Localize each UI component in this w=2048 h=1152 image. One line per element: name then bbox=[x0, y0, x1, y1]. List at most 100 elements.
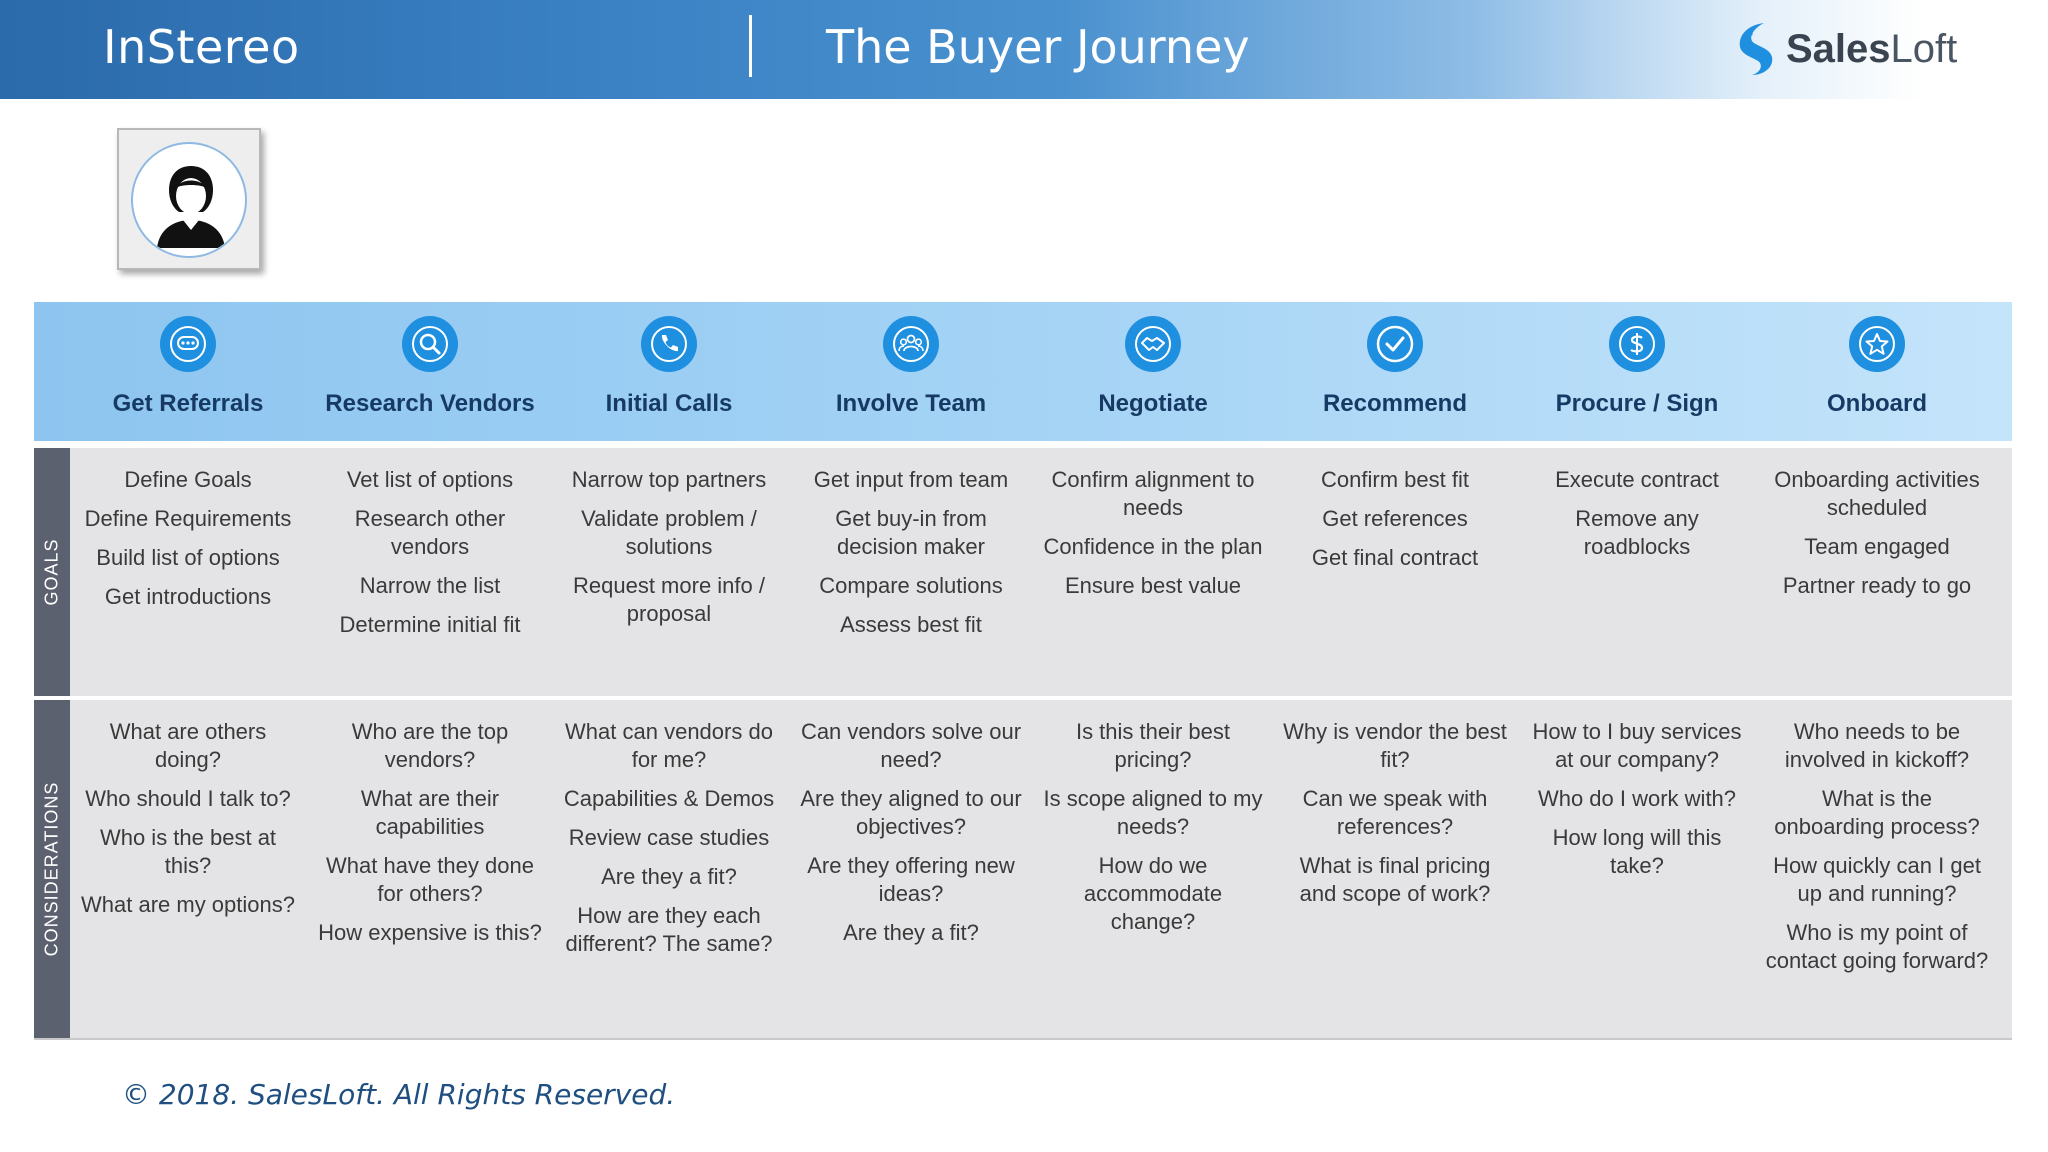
consideration-item: Are they a fit? bbox=[843, 920, 979, 945]
consideration-column-initial-calls: What can vendors do for me? Capabilities … bbox=[556, 700, 782, 1038]
goals-label-text: GOALS bbox=[41, 538, 62, 606]
consideration-item: What is the onboarding process? bbox=[1774, 786, 1980, 839]
consideration-item: Review case studies bbox=[568, 825, 770, 850]
stage-involve-team: Involve Team bbox=[791, 302, 1031, 441]
goal-item: Confirm best fit bbox=[1321, 467, 1469, 492]
goal-item: Build list of options bbox=[96, 545, 280, 570]
goal-item: Validate problem / solutions bbox=[581, 506, 757, 559]
goal-item: Narrow top partners bbox=[571, 467, 767, 492]
goal-item: Ensure best value bbox=[1064, 573, 1242, 598]
stage-label: Negotiate bbox=[1098, 390, 1208, 417]
consideration-item: What can vendors do for me? bbox=[565, 719, 773, 772]
stage-label: Onboard bbox=[1827, 390, 1927, 417]
consideration-column-procure-sign: How to I buy services at our company? Who… bbox=[1524, 700, 1750, 1038]
brand-name: InStereo bbox=[103, 20, 300, 74]
goal-item: Get buy-in from decision maker bbox=[835, 506, 987, 559]
consideration-item: How quickly can I get up and running? bbox=[1773, 853, 1981, 906]
consideration-item: Who is the best at this? bbox=[99, 825, 277, 878]
consideration-item: What is final pricing and scope of work? bbox=[1299, 853, 1491, 906]
page-title: The Buyer Journey bbox=[826, 20, 1250, 74]
logo-text-bold: Sales bbox=[1786, 26, 1891, 71]
consideration-item: Who are the top vendors? bbox=[351, 719, 509, 772]
stage-label: Recommend bbox=[1322, 390, 1468, 417]
woman-avatar-icon bbox=[157, 166, 225, 248]
stage-research-vendors: Research Vendors bbox=[310, 302, 550, 441]
goal-item: Assess best fit bbox=[840, 612, 982, 637]
goal-item: Compare solutions bbox=[819, 573, 1003, 598]
stage-onboard: Onboard bbox=[1757, 302, 1997, 441]
avatar-circle bbox=[131, 142, 247, 258]
goal-item: Determine initial fit bbox=[339, 612, 521, 637]
goal-item: Get introductions bbox=[104, 584, 272, 609]
stage-label: Procure / Sign bbox=[1555, 390, 1719, 417]
consideration-item: Are they a fit? bbox=[601, 864, 737, 889]
stage-label: Initial Calls bbox=[605, 390, 733, 417]
consideration-item: Is this their best pricing? bbox=[1075, 719, 1231, 772]
stage-initial-calls: Initial Calls bbox=[549, 302, 789, 441]
goal-item: Confirm alignment to needs bbox=[1051, 467, 1255, 520]
stage-negotiate: Negotiate bbox=[1033, 302, 1273, 441]
consideration-item: Capabilities & Demos bbox=[563, 786, 775, 811]
consideration-item: Who do I work with? bbox=[1537, 786, 1737, 811]
goal-item: Get final contract bbox=[1311, 545, 1479, 570]
goal-item: Execute contract bbox=[1555, 467, 1719, 492]
goal-item: Narrow the list bbox=[359, 573, 501, 598]
consideration-item: How long will this take? bbox=[1552, 825, 1722, 878]
consideration-item: How to I buy services at our company? bbox=[1532, 719, 1742, 772]
stage-label: Involve Team bbox=[835, 390, 987, 417]
copyright-footer: © 2018. SalesLoft. All Rights Reserved. bbox=[122, 1078, 676, 1111]
goal-item: Research other vendors bbox=[354, 506, 506, 559]
consideration-item: Who needs to be involved in kickoff? bbox=[1784, 719, 1970, 772]
goal-item: Define Goals bbox=[124, 467, 252, 492]
consideration-item: Are they offering new ideas? bbox=[807, 853, 1015, 906]
goal-item: Confidence in the plan bbox=[1043, 534, 1263, 559]
goal-item: Team engaged bbox=[1804, 534, 1950, 559]
logo-text: SalesLoft bbox=[1786, 27, 1957, 72]
stage-label: Get Referrals bbox=[112, 390, 264, 417]
goal-item: Request more info / proposal bbox=[573, 573, 765, 626]
consideration-item: How are they each different? The same? bbox=[565, 903, 773, 956]
team-icon bbox=[883, 316, 939, 372]
goal-item: Define Requirements bbox=[84, 506, 292, 531]
stage-recommend: Recommend bbox=[1275, 302, 1515, 441]
phone-icon bbox=[641, 316, 697, 372]
salesloft-logo-icon bbox=[1739, 23, 1773, 75]
consideration-item: Why is vendor the best fit? bbox=[1283, 719, 1507, 772]
goal-item: Remove any roadblocks bbox=[1575, 506, 1699, 559]
logo-text-light: Loft bbox=[1890, 26, 1958, 71]
chat-bubble-icon bbox=[160, 316, 216, 372]
consideration-column-onboard: Who needs to be involved in kickoff? What… bbox=[1764, 700, 1990, 1038]
considerations-label-text: CONSIDERATIONS bbox=[41, 781, 62, 957]
goal-item: Onboarding activities scheduled bbox=[1774, 467, 1980, 520]
consideration-item: Are they aligned to our objectives? bbox=[800, 786, 1022, 839]
consideration-column-involve-team: Can vendors solve our need?Are they alig… bbox=[798, 700, 1024, 1038]
considerations-row-label: CONSIDERATIONS bbox=[34, 700, 70, 1038]
consideration-item: How expensive is this? bbox=[318, 920, 542, 945]
stage-band: Get Referrals Research Vendors Initial Cal… bbox=[34, 302, 2012, 441]
header-divider bbox=[749, 15, 752, 77]
considerations-row: CONSIDERATIONS What are others doing? Who… bbox=[34, 700, 2012, 1040]
consideration-item: Can we speak with references? bbox=[1302, 786, 1488, 839]
consideration-item: Who is my point of contact going forward… bbox=[1765, 920, 1989, 973]
magnifier-icon bbox=[402, 316, 458, 372]
goals-row-label: GOALS bbox=[34, 448, 70, 696]
star-icon bbox=[1849, 316, 1905, 372]
consideration-item: Who should I talk to? bbox=[85, 786, 291, 811]
dollar-icon bbox=[1609, 316, 1665, 372]
consideration-item: What are my options? bbox=[81, 892, 295, 917]
consideration-item: What are others doing? bbox=[109, 719, 267, 772]
salesloft-logo: SalesLoft bbox=[1730, 16, 1957, 82]
header-bar: InStereo The Buyer Journey SalesLoft bbox=[0, 0, 2048, 99]
consideration-column-negotiate: Is this their best pricing?Is scope alig… bbox=[1040, 700, 1266, 1038]
goal-item: Get input from team bbox=[813, 467, 1009, 492]
consideration-column-research-vendors: Who are the top vendors?What are their c… bbox=[317, 700, 543, 1038]
stage-label: Research Vendors bbox=[325, 390, 535, 417]
